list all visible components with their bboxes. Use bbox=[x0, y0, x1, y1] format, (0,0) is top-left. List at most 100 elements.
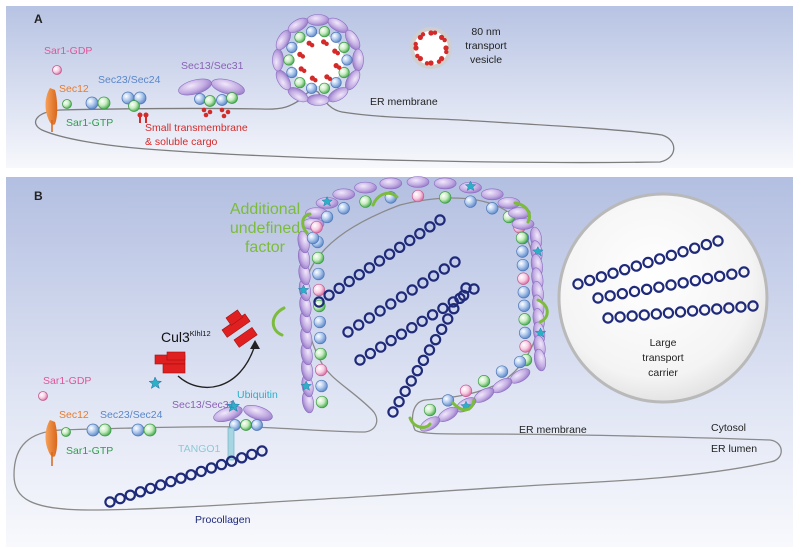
factor-label-line1: Additional bbox=[230, 201, 300, 218]
sec12-protein bbox=[45, 88, 58, 125]
panel-b-sec12-protein bbox=[45, 420, 58, 457]
ubiquitin-star-icon bbox=[321, 196, 333, 207]
procollagen-ring bbox=[395, 328, 408, 340]
panel-b: B Additional undefined factor Cul3Klhl12… bbox=[6, 176, 793, 547]
procollagen-ring bbox=[387, 406, 399, 418]
procollagen-in-tubule bbox=[313, 214, 480, 418]
cargo-dot bbox=[428, 30, 434, 36]
vesicle-label-line1: 80 nm bbox=[471, 26, 500, 38]
green-coat-ball bbox=[515, 231, 529, 245]
procollagen-ring bbox=[385, 298, 397, 310]
procollagen-ring bbox=[406, 284, 418, 296]
cargo-label-line1: Small transmembrane bbox=[145, 122, 248, 134]
pink-coat-ball bbox=[519, 340, 532, 353]
procollagen-ring bbox=[747, 300, 759, 312]
panel-a-background bbox=[6, 6, 793, 168]
pink-coat-ball bbox=[517, 272, 530, 285]
procollagen-ring bbox=[114, 492, 126, 505]
procollagen-ring bbox=[354, 354, 366, 366]
sar1-gdp-label: Sar1-GDP bbox=[44, 45, 92, 57]
carrier-label-line2: transport bbox=[642, 352, 684, 364]
large-transport-carrier bbox=[557, 192, 769, 404]
ubiquitin-star-icon bbox=[300, 380, 312, 391]
panel-b-sar1-gdp-molecule bbox=[38, 391, 48, 401]
procollagen-ring bbox=[738, 266, 750, 278]
sec23-ball bbox=[341, 54, 353, 66]
blue-coat-ball bbox=[517, 286, 530, 299]
sec23-ball bbox=[330, 77, 342, 89]
procollagen-ring bbox=[423, 344, 436, 356]
procollagen-ring bbox=[383, 248, 396, 260]
procollagen-ring bbox=[726, 268, 738, 280]
sar1-ball bbox=[283, 54, 295, 66]
procollagen-ring bbox=[711, 303, 723, 315]
procollagen-ring bbox=[468, 283, 480, 295]
vesicle-label-line3: vesicle bbox=[470, 54, 502, 66]
cargo-dot bbox=[313, 77, 318, 83]
cargo-dot bbox=[428, 60, 434, 66]
procollagen-ring bbox=[438, 263, 450, 275]
sar1-ball bbox=[294, 77, 306, 89]
cargo-dot bbox=[335, 50, 341, 56]
factor-label-line2: undefined bbox=[230, 220, 300, 237]
cul3-active-complex bbox=[221, 309, 258, 348]
procollagen-ring bbox=[333, 282, 345, 295]
procollagen-ring bbox=[677, 246, 689, 258]
green-coat-ball bbox=[423, 403, 437, 417]
blue-coat-ball bbox=[516, 245, 529, 258]
cargo-dot bbox=[413, 41, 418, 47]
panel-a-letter: A bbox=[34, 12, 43, 26]
panel-b-sar1-gtp-label: Sar1-GTP bbox=[66, 445, 113, 457]
sec13-sec31-rod bbox=[287, 17, 309, 33]
procollagen-ring bbox=[674, 306, 687, 318]
cul3-ubiquitin-star-icon bbox=[148, 376, 163, 389]
ubiquitin-label: Ubiquitin bbox=[237, 389, 278, 401]
sec23-ball bbox=[286, 41, 298, 53]
cargo-dot bbox=[420, 32, 426, 37]
sec13-sec31-rod bbox=[332, 188, 356, 201]
procollagen-ring bbox=[374, 305, 386, 317]
sar1-ball bbox=[318, 82, 331, 94]
sec13-sec31-label: Sec13/Sec31 bbox=[181, 60, 244, 72]
cargo-dot bbox=[413, 45, 419, 51]
procollagen-ring bbox=[454, 292, 466, 305]
sec23-sec24-dimer bbox=[85, 91, 147, 112]
procollagen-ring bbox=[698, 304, 711, 316]
procollagen-ring bbox=[614, 311, 626, 323]
sar1-gtp-label: Sar1-GTP bbox=[66, 117, 113, 129]
procollagen-ring bbox=[154, 479, 167, 491]
procollagen-ring bbox=[604, 290, 616, 302]
procollagen-ring bbox=[626, 310, 638, 322]
procollagen-ring bbox=[595, 271, 608, 283]
blue-coat-ball bbox=[314, 331, 327, 345]
panel-b-er-membrane-label: ER membrane bbox=[519, 424, 587, 436]
procollagen-ring bbox=[665, 279, 677, 291]
procollagen-ring bbox=[602, 312, 614, 324]
arrow-head-icon bbox=[250, 340, 260, 349]
procollagen-ring bbox=[712, 235, 724, 247]
additional-factor-hooks bbox=[271, 191, 549, 429]
pink-coat-ball bbox=[411, 189, 425, 203]
procollagen-ring bbox=[342, 326, 354, 338]
procollagen-ring bbox=[205, 462, 218, 474]
copii-coat-tubule bbox=[297, 176, 547, 432]
blue-coat-ball bbox=[312, 267, 325, 281]
cul3-label-main: Cul3 bbox=[161, 329, 190, 345]
green-coat-ball bbox=[439, 191, 452, 204]
procollagen-ring bbox=[406, 322, 418, 334]
cul3-klhl12-complex bbox=[154, 351, 186, 374]
procollagen-ring bbox=[618, 263, 631, 276]
sec13-sec31-rod bbox=[406, 176, 430, 188]
panel-a-er-membrane bbox=[34, 90, 675, 164]
procollagen-ring bbox=[363, 262, 376, 274]
sar1-ball bbox=[294, 31, 306, 43]
procollagen-ring bbox=[701, 272, 714, 285]
sec13-sec31-rod bbox=[511, 218, 535, 230]
blue-coat-ball bbox=[441, 394, 455, 407]
sec13-sec31-rod bbox=[354, 181, 377, 194]
green-coat-ball bbox=[477, 375, 491, 388]
procollagen-ring bbox=[373, 255, 386, 267]
sec23-ball bbox=[305, 26, 318, 38]
procollagen-ring bbox=[713, 270, 726, 283]
procollagen-ring bbox=[607, 267, 619, 279]
